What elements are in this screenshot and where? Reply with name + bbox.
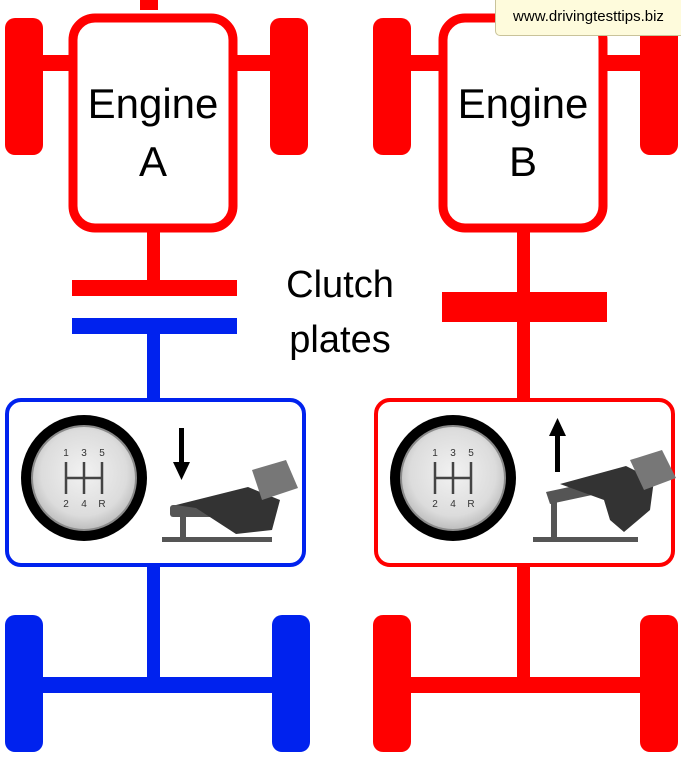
engine-b-front-right-wheel (640, 18, 678, 155)
engine-a-gear-knob: 1 3 5 2 4 R (21, 415, 147, 541)
engine-b-label-line2: B (509, 138, 537, 185)
engine-b-leg (630, 450, 676, 490)
engine-a-gear-5: 5 (99, 448, 105, 459)
engine-a-shoe (176, 487, 280, 534)
engine-b-rear-axle (395, 677, 652, 693)
clutch-label-line1: Clutch (286, 264, 394, 306)
watermark-text: www.drivingtesttips.biz (513, 8, 664, 25)
engine-b-label-line1: Engine (458, 80, 589, 127)
engine-a-gear-2: 2 (63, 499, 69, 510)
engine-a-input-shaft (147, 228, 160, 288)
engine-a-rear-left-wheel (5, 615, 43, 752)
engine-a-leg (252, 460, 298, 500)
engine-a-output-shaft-upper (147, 334, 160, 400)
engine-a-pedal-floor (162, 537, 272, 542)
engine-a-label-line1: Engine (88, 80, 219, 127)
engine-a-gear-4: 4 (81, 499, 87, 510)
down-arrow-icon (173, 428, 190, 480)
engine-a-output-shaft-lower (147, 565, 160, 685)
engine-a-assembly: Engine A 1 3 5 2 4 R (5, 0, 310, 752)
watermark-badge: www.drivingtesttips.biz (495, 0, 681, 36)
engine-b-shaft-lower (517, 565, 530, 685)
clutch-label-line2: plates (289, 319, 390, 361)
engine-a-front-left-wheel (5, 18, 43, 155)
engine-a-rear-right-wheel (272, 615, 310, 752)
engine-b-gear-1: 1 (432, 448, 438, 459)
engine-a-gear-r: R (98, 499, 105, 510)
engine-a-top-stub (140, 0, 158, 10)
engine-a-label-line2: A (139, 138, 167, 185)
engine-b-rear-left-wheel (373, 615, 411, 752)
up-arrow-icon (549, 418, 566, 472)
engine-a-rear-axle (25, 677, 282, 693)
engine-b-gear-r: R (467, 499, 474, 510)
engine-a-gear-3: 3 (81, 448, 87, 459)
engine-a-pedal-arm (180, 512, 186, 538)
engine-b-gear-3: 3 (450, 448, 456, 459)
engine-a-clutch-pedal-pressed (162, 460, 298, 542)
engine-b-front-left-wheel (373, 18, 411, 155)
engine-b-gear-pattern (433, 462, 473, 494)
engine-a-gear-1: 1 (63, 448, 69, 459)
engine-b-rear-right-wheel (640, 615, 678, 752)
engine-a-gear-pattern (64, 462, 104, 494)
engine-a-front-right-wheel (270, 18, 308, 155)
engine-b-pedal-arm (551, 500, 557, 538)
engine-b-gear-knob: 1 3 5 2 4 R (390, 415, 516, 541)
engine-b-clutch-pedal-released (533, 450, 676, 542)
engine-a-engine-clutch-plate (72, 280, 237, 296)
engine-b-engaged-clutch-plates (442, 292, 607, 322)
engine-b-shoe (560, 466, 654, 532)
engine-b-assembly: Engine B 1 3 5 2 4 R (373, 0, 678, 752)
engine-b-gear-4: 4 (450, 499, 456, 510)
engine-b-gear-5: 5 (468, 448, 474, 459)
engine-b-gear-2: 2 (432, 499, 438, 510)
engine-a-gearbox-clutch-plate (72, 318, 237, 334)
engine-b-pedal-floor (533, 537, 638, 542)
